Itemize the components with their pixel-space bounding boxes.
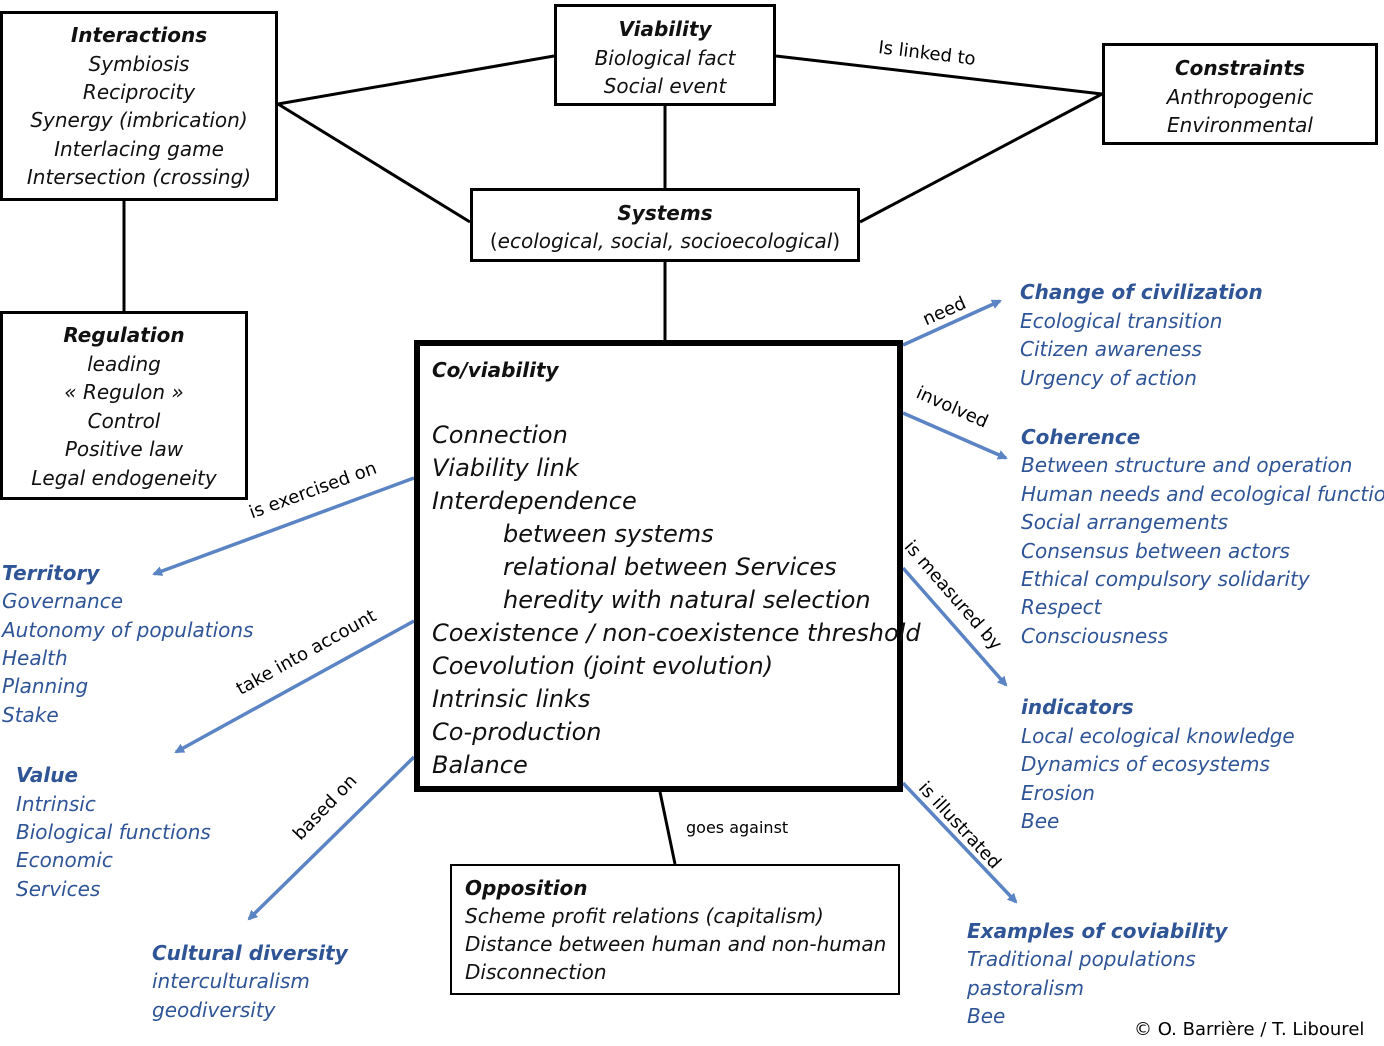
interactions-box: Interactions Symbiosis Reciprocity Syner… — [0, 11, 278, 201]
examples-item: pastoralism — [967, 976, 1084, 1000]
arrow-need — [902, 299, 1002, 347]
value-item: Economic — [16, 848, 113, 872]
arrow-is-illustrated — [901, 781, 1018, 904]
coviability-item: Balance — [432, 751, 528, 779]
territory-item: Stake — [2, 703, 59, 727]
arrow-involved — [902, 411, 1008, 460]
value-item: Biological functions — [16, 820, 211, 844]
coherence-item: Respect — [1021, 595, 1102, 619]
line-viability-constraints — [775, 54, 1103, 96]
territory-item: Health — [2, 646, 68, 670]
arrow-is-measured-by — [901, 566, 1008, 687]
coherence-item: Ethical compulsory solidarity — [1021, 567, 1310, 591]
change-of-civilization-item: Citizen awareness — [1020, 337, 1202, 361]
coviability-item: Co-production — [432, 718, 602, 746]
examples-item: Bee — [967, 1004, 1006, 1028]
cultural-diversity-title: Cultural diversity — [152, 941, 348, 965]
interactions-title: Interactions — [70, 23, 208, 47]
opposition-item: Scheme profit relations (capitalism) — [465, 904, 824, 928]
change-of-civilization-item: Urgency of action — [1020, 366, 1197, 390]
examples-item: Traditional populations — [967, 947, 1196, 971]
systems-open-paren: ( — [489, 229, 498, 253]
constraints-item: Anthropogenic — [1166, 85, 1314, 109]
edge-label-goes-against: goes against — [686, 818, 789, 837]
systems-subtitle-line: (ecological, social, socioecological) — [473, 227, 857, 255]
coviability-box: Co/viability Connection Viability link I… — [414, 340, 921, 792]
value-item: Intrinsic — [16, 792, 96, 816]
indicators-title: indicators — [1021, 695, 1134, 719]
coviability-item: Coexistence / non-coexistence threshold — [432, 619, 921, 647]
value-title: Value — [16, 763, 79, 787]
coviability-item: Viability link — [432, 454, 579, 482]
coviability-item: Coevolution (joint evolution) — [432, 652, 774, 680]
interactions-item: Synergy (imbrication) — [30, 108, 248, 132]
opposition-item: Disconnection — [465, 960, 607, 984]
territory-item: Governance — [2, 589, 124, 613]
regulation-item: leading — [87, 352, 161, 376]
territory-title: Territory — [2, 561, 100, 585]
coviability-item: Interdependence — [432, 487, 637, 515]
regulation-item: Legal endogeneity — [31, 466, 217, 490]
constraints-title: Constraints — [1174, 56, 1306, 80]
indicators-item: Erosion — [1021, 781, 1095, 805]
interactions-item: Interlacing game — [54, 137, 224, 161]
coherence-item: Social arrangements — [1021, 510, 1229, 534]
coherence-title: Coherence — [1021, 425, 1141, 449]
systems-title: Systems — [617, 201, 713, 225]
systems-subtitle: ecological, social, socioecological — [497, 229, 833, 253]
regulation-item: « Regulon » — [64, 380, 184, 404]
coherence-item: Between structure and operation — [1021, 453, 1353, 477]
coviability-subitem: heredity with natural selection — [503, 586, 871, 614]
value-item: Services — [16, 877, 101, 901]
viability-box: Viability Biological fact Social event — [554, 4, 776, 106]
coviability-subitem: between systems — [503, 520, 714, 548]
cultural-diversity-item: geodiversity — [152, 998, 276, 1022]
coviability-title: Co/viability — [432, 358, 559, 382]
coviability-item: Intrinsic links — [432, 685, 591, 713]
indicators-item: Local ecological knowledge — [1021, 724, 1295, 748]
arrow-based-on — [247, 755, 416, 921]
coherence-item: Human needs and ecological function — [1021, 482, 1384, 506]
systems-box: Systems (ecological, social, socioecolog… — [470, 188, 860, 262]
indicators-item: Dynamics of ecosystems — [1021, 752, 1270, 776]
change-of-civilization-item: Ecological transition — [1020, 309, 1223, 333]
systems-close-paren: ) — [832, 229, 841, 253]
interactions-item: Reciprocity — [82, 80, 196, 104]
change-of-civilization-title: Change of civilization — [1020, 280, 1263, 304]
constraints-item: Environmental — [1167, 113, 1313, 137]
cultural-diversity-item: interculturalism — [152, 969, 310, 993]
opposition-box: Opposition Scheme profit relations (capi… — [450, 864, 900, 995]
viability-item: Biological fact — [594, 46, 736, 70]
coviability-subitem: relational between Services — [503, 553, 837, 581]
line-interactions-systems — [277, 102, 471, 224]
territory-item: Autonomy of populations — [2, 618, 254, 642]
viability-title: Viability — [618, 17, 712, 41]
coviability-item: Connection — [432, 421, 568, 449]
coherence-item: Consensus between actors — [1021, 539, 1290, 563]
arrow-take-into-account — [174, 619, 415, 754]
territory-item: Planning — [2, 674, 89, 698]
opposition-item: Distance between human and non-human — [465, 932, 887, 956]
line-interactions-viability — [277, 54, 555, 106]
opposition-title: Opposition — [465, 876, 588, 900]
arrow-is-exercised-on — [152, 476, 415, 576]
interactions-item: Symbiosis — [88, 52, 190, 76]
coherence-item: Consciousness — [1021, 624, 1169, 648]
viability-item: Social event — [603, 74, 727, 98]
constraints-box: Constraints Anthropogenic Environmental — [1102, 43, 1378, 145]
line-coviability-opposition — [658, 791, 677, 865]
regulation-box: Regulation leading « Regulon » Control P… — [0, 311, 248, 500]
line-systems-constraints — [859, 92, 1103, 224]
examples-title: Examples of coviability — [967, 919, 1228, 943]
regulation-item: Control — [87, 409, 161, 433]
regulation-item: Positive law — [64, 437, 184, 461]
indicators-item: Bee — [1021, 809, 1060, 833]
copyright: © O. Barrière / T. Libourel — [1134, 1019, 1365, 1040]
regulation-title: Regulation — [63, 323, 185, 347]
interactions-item: Intersection (crossing) — [26, 165, 252, 189]
